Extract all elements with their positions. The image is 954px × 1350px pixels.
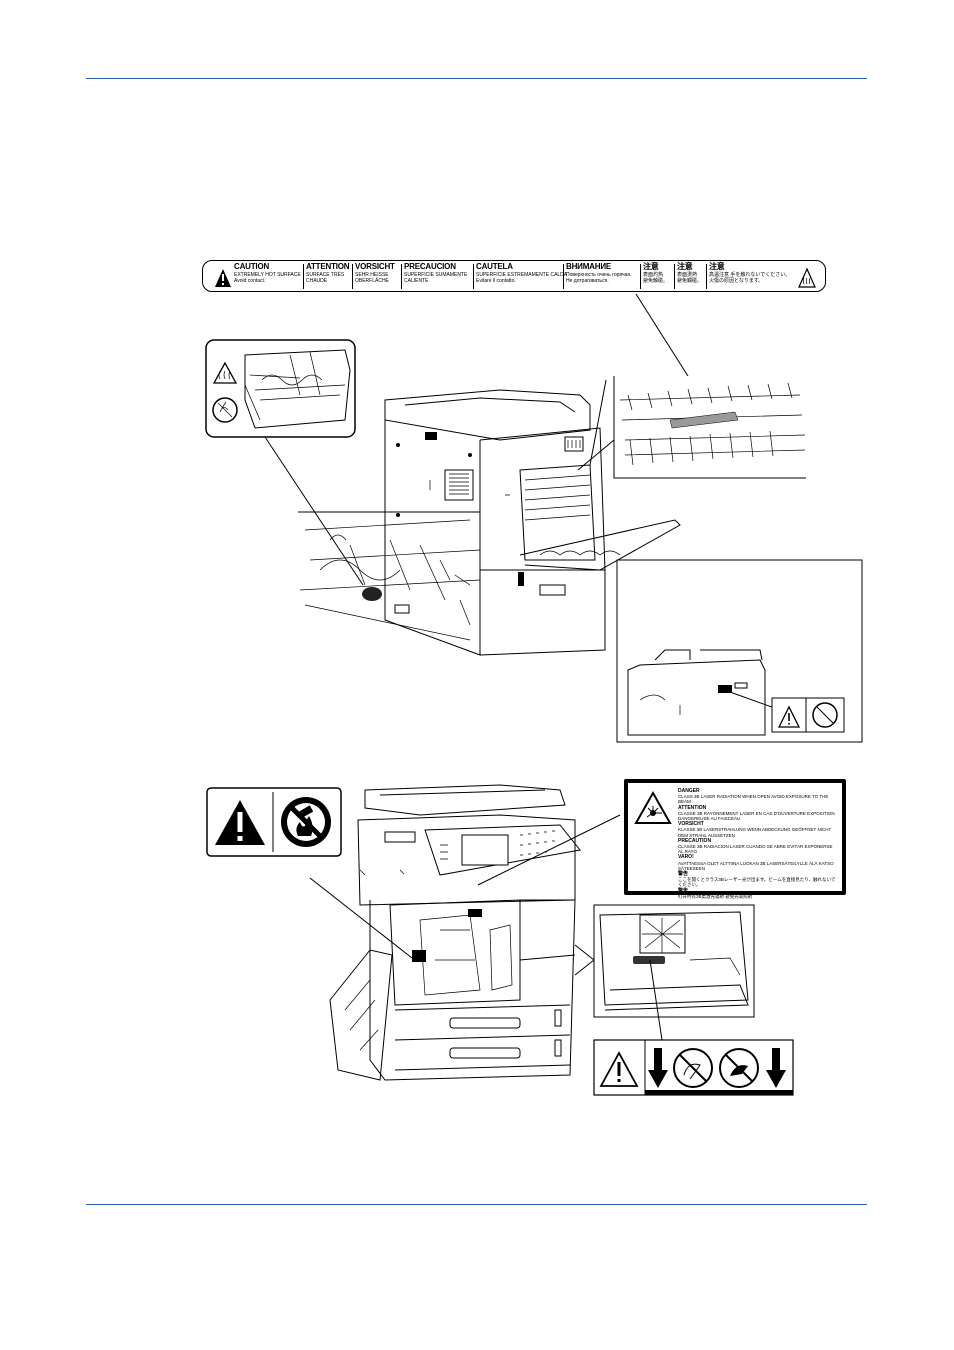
- footer-rule: [86, 1204, 867, 1205]
- strip-warning-icon: [215, 269, 231, 287]
- laser-label-text: DANGER CLASS 3B LASER RADIATION WHEN OPE…: [678, 788, 836, 899]
- caution-column-zh-tw: 注意 表面燙熱 避免觸碰。: [677, 262, 703, 285]
- strip-hot-surface-icon: [798, 267, 816, 288]
- hot-surface-caution-label: CAUTION EXTREMELY HOT SURFACE Avoid cont…: [202, 260, 826, 292]
- fuser-callout-line: [264, 436, 364, 586]
- machine-front-illustration: [329, 784, 581, 1081]
- machine-rear-illustration: [384, 389, 681, 656]
- laser-radiation-label: DANGER CLASS 3B LASER RADIATION WHEN OPE…: [624, 779, 846, 899]
- laser-callout-line: [477, 814, 621, 886]
- side-label-inset: [616, 559, 863, 743]
- caution-column-zh-cn: 注意 表面灼热 避免触碰。: [643, 262, 669, 285]
- caution-column-es: PRECAUCION SUPERFICIE SUMAMENTE CALIENTE: [404, 262, 468, 285]
- fuser-warning-inset: [205, 339, 356, 438]
- fuser-label-inset: [577, 293, 806, 479]
- caution-column-de: VORSICHT SEHR HEISSE OBERFLÄCHE: [355, 262, 395, 285]
- caution-column-it: CAUTELA SUPERFICIE ESTREMAMENTE CALDA Ev…: [476, 262, 568, 285]
- fuser-detail-cutaway: [299, 519, 481, 641]
- header-rule: [86, 78, 867, 79]
- caution-column-fr: ATTENTION SURFACE TRÈS CHAUDE: [306, 262, 350, 285]
- caution-column-en: CAUTION EXTREMELY HOT SURFACE Avoid cont…: [234, 262, 301, 285]
- laser-hazard-icon: [634, 790, 672, 824]
- caution-column-ru: ВНИМАНИЕ Поверхность очень горячая. Не д…: [566, 262, 632, 285]
- toner-warning-label: [206, 787, 342, 857]
- no-touch-warning-label: [593, 1039, 794, 1096]
- toner-callout-line: [309, 877, 413, 959]
- caution-column-ja: 注意 高温注意 手を触れないでください。 火傷の原因となります。: [709, 262, 791, 285]
- vent-label-inset: [574, 904, 755, 1041]
